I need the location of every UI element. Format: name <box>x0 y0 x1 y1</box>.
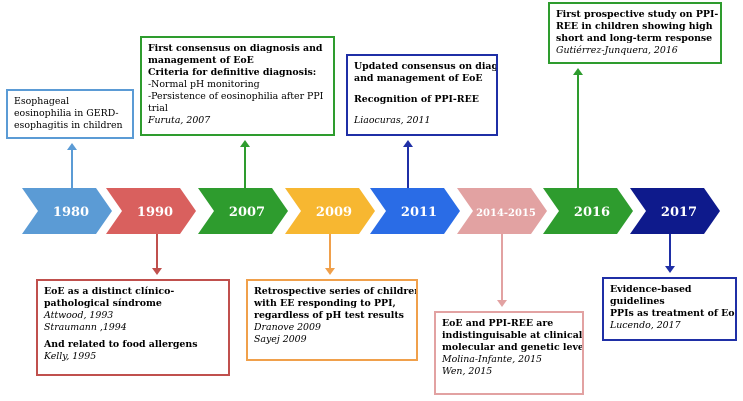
event-2007-title-1: First consensus on diagnosis and <box>148 43 323 54</box>
event-2017-title-1: Evidence-based <box>610 284 692 295</box>
event-2014-reference-1: Molina-Infante, 2015 <box>442 354 543 366</box>
event-2009-title-2: with EE responding to PPI, <box>254 298 396 310</box>
event-1990-title-1: EoE as a distinct clínico- <box>44 286 175 297</box>
timeline-chevron-1990 <box>106 188 196 234</box>
event-2011-reference: Liaocuras, 2011 <box>354 115 431 127</box>
timeline-chevron-1980 <box>22 188 112 234</box>
event-box-1990: EoE as a distinct clínico- pathological … <box>36 279 230 376</box>
event-1980-line-2: eosinophilia in GERD- <box>14 108 119 120</box>
connector-arrow-2007 <box>240 140 250 188</box>
event-2011-title-2: and management of EoE <box>354 73 483 85</box>
event-box-2009: Retrospective series of children with EE… <box>246 279 418 361</box>
event-2007-line-1: -Normal pH monitoring <box>148 79 260 91</box>
event-box-2007: First consensus on diagnosis and managem… <box>140 36 335 136</box>
timeline-year-label: 2017 <box>661 205 697 220</box>
event-2014-reference-2: Wen, 2015 <box>442 366 493 378</box>
timeline-year-label: 2016 <box>574 205 610 220</box>
event-2017-title-2: guidelines <box>610 296 665 308</box>
event-2016-title-2: REE in children showing high <box>556 21 713 33</box>
event-2014-title-2: indistinguisable at clinical, <box>442 330 584 342</box>
event-1990-reference-3: Kelly, 1995 <box>44 351 97 363</box>
event-2011-title-3: Recognition of PPI-REE <box>354 94 479 106</box>
event-box-2011: Updated consensus on diagnosis and manag… <box>346 54 498 136</box>
event-1990-title-2: pathological síndrome <box>44 298 162 310</box>
event-2007-line-2: -Persistence of eosinophilia after PPI <box>148 91 324 103</box>
event-2016-reference: Gutiérrez-Junquera, 2016 <box>556 45 678 57</box>
timeline-chevron-2011 <box>370 188 460 234</box>
connector-arrow-2016 <box>573 68 583 188</box>
timeline-year-label: 2011 <box>401 205 437 220</box>
event-2011-spacer <box>354 85 490 94</box>
event-2014-title-3: molecular and genetic levels <box>442 342 584 354</box>
event-2009-reference-2: Sayej 2009 <box>254 334 307 346</box>
timeline-year-label: 2014-2015 <box>476 208 536 219</box>
connector-arrow-2009 <box>325 234 335 275</box>
connector-arrow-1980 <box>67 143 77 188</box>
event-1990-title-3: And related to food allergens <box>44 339 198 351</box>
event-box-2016: First prospective study on PPI- REE in c… <box>548 2 722 64</box>
event-2017-title-3: PPIs as treatment of EoE <box>610 308 737 320</box>
timeline-chevron-2016 <box>543 188 633 234</box>
connector-arrow-2014-2015 <box>497 234 507 307</box>
event-2016-title-1: First prospective study on PPI- <box>556 9 719 20</box>
event-1990-reference-1: Attwood, 1993 <box>44 310 114 322</box>
event-2011-title-1: Updated consensus on diagnosis <box>354 61 498 72</box>
connector-arrow-2011 <box>403 140 413 188</box>
timeline-year-label: 2007 <box>229 205 265 220</box>
timeline-chevron-2007 <box>198 188 288 234</box>
timeline-year-label: 2009 <box>316 205 352 220</box>
event-2007-title-2: management of EoE <box>148 55 254 67</box>
event-2017-reference: Lucendo, 2017 <box>610 320 681 332</box>
event-box-2017: Evidence-based guidelines PPIs as treatm… <box>602 277 737 341</box>
event-2007-line-3: trial <box>148 103 168 115</box>
event-2016-title-3: short and long-term response <box>556 33 713 45</box>
event-2007-reference: Furuta, 2007 <box>148 115 211 127</box>
connector-arrow-1990 <box>152 234 162 275</box>
event-1980-line-3: esophagitis in children <box>14 120 123 132</box>
event-2007-title-3: Criteria for definitive diagnosis: <box>148 67 317 79</box>
event-1990-reference-2: Straumann ,1994 <box>44 322 127 334</box>
event-2011-spacer-2 <box>354 106 490 115</box>
event-1980-line-1: Esophageal <box>14 96 70 107</box>
event-box-2014-2015: EoE and PPI-REE are indistinguisable at … <box>434 311 584 395</box>
event-2009-title-3: regardless of pH test results <box>254 310 404 322</box>
timeline-chevron-2014-2015 <box>457 188 547 234</box>
timeline-chevron-2017 <box>630 188 720 234</box>
connector-arrow-2017 <box>665 234 675 273</box>
event-box-1980: Esophageal eosinophilia in GERD- esophag… <box>6 89 134 139</box>
event-2009-reference-1: Dranove 2009 <box>254 322 321 334</box>
timeline-chevron-2009 <box>285 188 375 234</box>
event-2014-title-1: EoE and PPI-REE are <box>442 318 554 329</box>
timeline-year-label: 1980 <box>53 205 89 220</box>
event-2009-title-1: Retrospective series of children <box>254 286 418 297</box>
timeline-year-label: 1990 <box>137 205 173 220</box>
